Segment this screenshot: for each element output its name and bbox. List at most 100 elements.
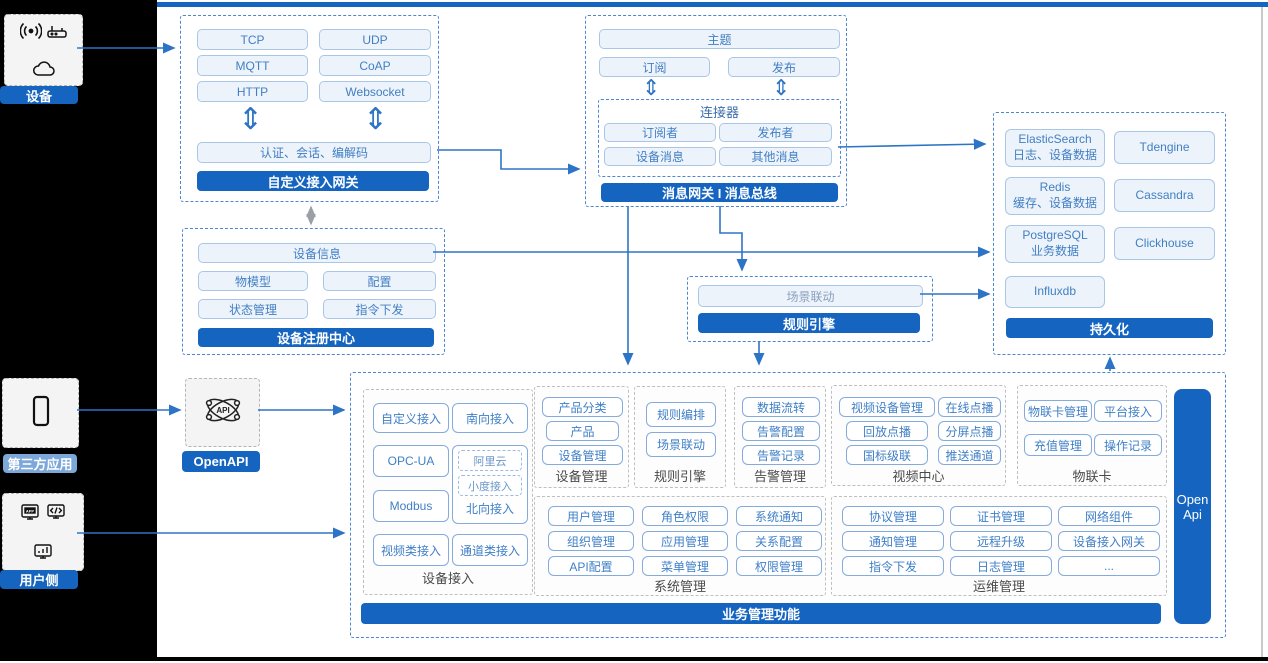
section-video-center: 视频设备管理 在线点播 回放点播 分屏点播 国标级联 推送通道 视频中心 — [831, 385, 1006, 486]
publisher-chip: 发布者 — [719, 123, 832, 142]
chip-command-dispatch: 指令下发 — [842, 556, 944, 576]
business-footer-banner: 业务管理功能 — [361, 603, 1161, 624]
svg-text:APP: APP — [26, 508, 35, 513]
db-clickhouse: Clickhouse — [1114, 227, 1215, 260]
section-ops-mgmt: 协议管理 证书管理 网络组件 通知管理 远程升级 设备接入网关 指令下发 日志管… — [831, 496, 1167, 596]
scene-linkage-chip: 场景联动 — [698, 285, 923, 307]
message-bus-panel: 主题 订阅 发布 ⇕ ⇕ 连接器 订阅者 发布者 设备消息 其他消息 消息网关 … — [585, 15, 847, 207]
protocol-chip-udp: UDP — [319, 29, 431, 50]
rule-engine-panel: 场景联动 规则引擎 — [687, 276, 933, 342]
device-registry-panel: 设备信息 物模型 配置 状态管理 指令下发 设备注册中心 — [182, 228, 445, 355]
device-icons-box — [4, 14, 83, 86]
section-label-device-mgmt: 设备管理 — [555, 469, 608, 484]
access-channel-chip: 通道类接入 — [452, 534, 528, 566]
chip-perm-mgmt: 权限管理 — [736, 556, 822, 576]
config-chip: 配置 — [323, 271, 436, 291]
svg-text:API: API — [216, 406, 229, 415]
subscriber-chip: 订阅者 — [604, 123, 716, 142]
section-system-mgmt: 用户管理 角色权限 系统通知 组织管理 应用管理 关系配置 API配置 菜单管理… — [534, 496, 826, 596]
top-accent-bar — [157, 2, 1268, 7]
router-icon — [46, 22, 68, 45]
protocol-chip-http: HTTP — [197, 81, 308, 102]
chip-rule-orchestration: 规则编排 — [646, 402, 716, 427]
section-label-ops-mgmt: 运维管理 — [972, 579, 1025, 594]
device-registry-title: 设备注册中心 — [198, 328, 434, 347]
chip-app-mgmt: 应用管理 — [642, 531, 728, 551]
device-message-chip: 设备消息 — [604, 147, 716, 166]
chip-relation-config: 关系配置 — [736, 531, 822, 551]
thing-model-chip: 物模型 — [198, 271, 308, 291]
chip-splitscreen: 分屏点播 — [938, 421, 1001, 441]
section-device-mgmt: 产品分类 产品 设备管理 设备管理 — [534, 386, 629, 488]
chip-operation-records: 操作记录 — [1094, 434, 1162, 456]
userside-source-label: 用户侧 — [0, 570, 78, 589]
chip-api-config: API配置 — [548, 556, 634, 576]
chip-product-category: 产品分类 — [542, 397, 623, 417]
section-rule-engine: 规则编排 场景联动 规则引擎 — [634, 386, 726, 488]
access-southbound-chip: 南向接入 — [452, 403, 528, 433]
double-arrow-icon: ⇕ — [238, 102, 264, 137]
chip-notice-mgmt: 通知管理 — [842, 531, 944, 551]
code-icon — [46, 503, 66, 526]
thirdparty-source-label: 第三方应用 — [3, 454, 77, 473]
command-dispatch-chip: 指令下发 — [323, 299, 436, 319]
section-label-alarm-mgmt: 告警管理 — [753, 469, 806, 484]
section-label-rule-engine: 规则引擎 — [653, 469, 706, 484]
chip-gb-cascade: 国标级联 — [846, 445, 928, 465]
openapi-icon-box: API — [185, 378, 260, 447]
connector-title: 连接器 — [699, 105, 739, 120]
userside-icons-box: APP — [2, 493, 84, 571]
chip-system-notice: 系统通知 — [736, 506, 822, 526]
custom-gateway-title: 自定义接入网关 — [197, 171, 429, 191]
chip-org-mgmt: 组织管理 — [548, 531, 634, 551]
connector-box: 连接器 订阅者 发布者 设备消息 其他消息 — [598, 99, 841, 177]
section-label-device-access: 设备接入 — [421, 571, 474, 586]
access-northbound-label: 北向接入 — [465, 502, 514, 516]
signal-icon — [19, 22, 42, 45]
access-custom-chip: 自定义接入 — [373, 403, 449, 433]
publish-chip: 发布 — [728, 57, 840, 77]
chart-monitor-icon — [6, 543, 80, 561]
custom-gateway-panel: TCP UDP MQTT CoAP HTTP Websocket ⇕ ⇕ 认证、… — [180, 15, 439, 202]
chip-recharge-mgmt: 充值管理 — [1024, 434, 1092, 456]
chip-online-play: 在线点播 — [938, 397, 1001, 417]
chip-protocol-mgmt: 协议管理 — [842, 506, 944, 526]
access-northbound-box: 阿里云 小度接入 北向接入 — [452, 445, 528, 524]
chip-push-channel: 推送通道 — [938, 445, 1001, 465]
app-window-icon: APP — [20, 503, 40, 526]
business-box: 自定义接入 南向接入 OPC-UA 阿里云 小度接入 北向接入 Modbus 视… — [350, 372, 1226, 638]
chip-video-device-mgmt: 视频设备管理 — [839, 397, 935, 417]
protocol-chip-coap: CoAP — [319, 55, 431, 76]
chip-network-component: 网络组件 — [1058, 506, 1160, 526]
other-message-chip: 其他消息 — [719, 147, 832, 166]
protocol-chip-websocket: Websocket — [319, 81, 431, 102]
device-info-chip: 设备信息 — [198, 243, 436, 263]
protocol-chip-tcp: TCP — [197, 29, 308, 50]
chip-replay: 回放点播 — [846, 421, 928, 441]
access-video-chip: 视频类接入 — [373, 534, 449, 566]
subscribe-chip: 订阅 — [599, 57, 710, 77]
chip-alarm-config: 告警配置 — [742, 421, 820, 441]
bottom-black-line — [0, 657, 1268, 661]
thirdparty-icons-box — [2, 378, 79, 448]
section-label-system-mgmt: 系统管理 — [653, 579, 706, 594]
chip-remote-upgrade: 远程升级 — [950, 531, 1052, 551]
topic-chip: 主题 — [599, 29, 840, 49]
openapi-label: OpenAPI — [182, 451, 260, 472]
chip-device-mgmt: 设备管理 — [542, 445, 623, 465]
access-xiaodu-chip: 小度接入 — [458, 475, 522, 496]
chip-ellipsis: ... — [1058, 556, 1160, 576]
chip-user-mgmt: 用户管理 — [548, 506, 634, 526]
section-iot-card: 物联卡管理 平台接入 充值管理 操作记录 物联卡 — [1017, 385, 1167, 486]
chip-alarm-records: 告警记录 — [742, 445, 820, 465]
chip-device-gateway: 设备接入网关 — [1058, 531, 1160, 551]
chip-data-flow: 数据流转 — [742, 397, 820, 417]
db-cassandra: Cassandra — [1114, 179, 1215, 212]
double-arrow-icon: ⇕ — [363, 102, 389, 137]
auth-session-codec-chip: 认证、会话、编解码 — [197, 142, 431, 163]
section-device-access: 自定义接入 南向接入 OPC-UA 阿里云 小度接入 北向接入 Modbus 视… — [363, 389, 533, 595]
